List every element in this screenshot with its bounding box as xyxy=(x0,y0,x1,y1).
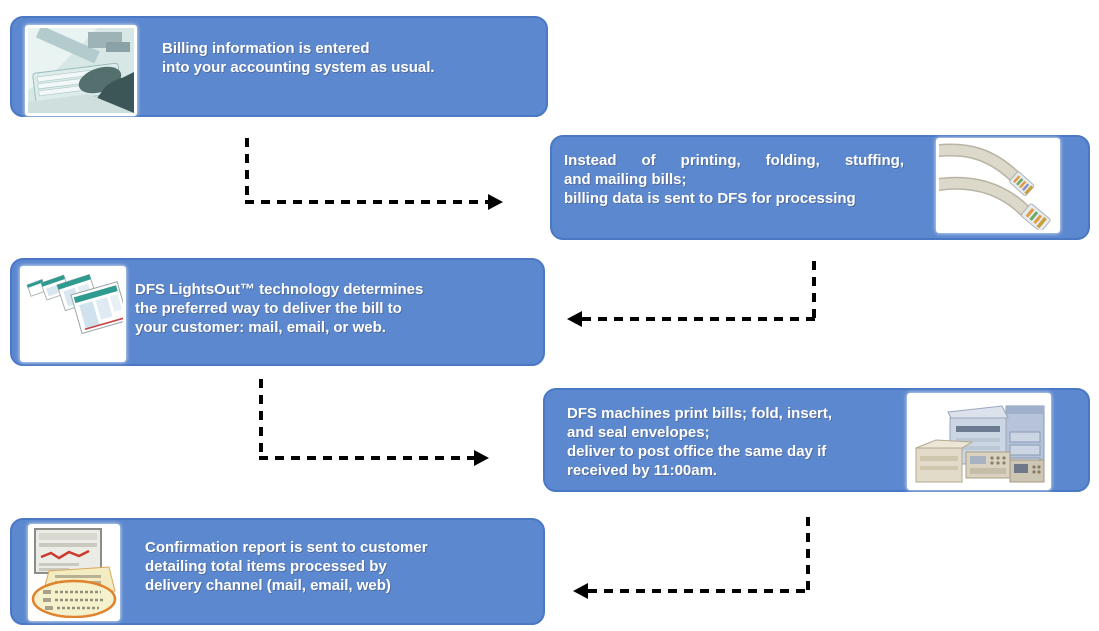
arrow-1-horizontal-segment xyxy=(245,200,488,204)
step-text-line: delivery channel (mail, email, web) xyxy=(145,577,391,594)
keyboard-typing-photo xyxy=(25,25,137,116)
step-box-send-to-dfs: Instead of printing, folding, stuffing, … xyxy=(550,135,1090,240)
ethernet-cable-photo xyxy=(936,138,1060,233)
step-text-line: billing data is sent to DFS for processi… xyxy=(564,190,856,207)
step-text-line: DFS LightsOut™ technology determines xyxy=(135,281,424,298)
step-text-confirmation-report: Confirmation report is sent to customer … xyxy=(145,538,428,595)
step-text-line: Instead of printing, folding, stuffing, xyxy=(564,152,904,169)
arrow-3-arrowhead-right-icon xyxy=(474,450,489,466)
step-box-billing-entry: Billing information is entered into your… xyxy=(10,16,548,117)
arrow-1-arrowhead-right-icon xyxy=(488,194,503,210)
step-text-lightsout-routing: DFS LightsOut™ technology determines the… xyxy=(135,280,423,337)
step-text-line: and seal envelopes; xyxy=(567,424,710,441)
mailing-machines-photo xyxy=(907,393,1051,490)
cascading-invoices-photo xyxy=(20,266,126,362)
step-box-confirmation-report: Confirmation report is sent to customer … xyxy=(10,518,545,625)
arrow-4-arrowhead-left-icon xyxy=(573,583,588,599)
arrow-2-arrowhead-left-icon xyxy=(567,311,582,327)
step-text-billing-entry: Billing information is entered into your… xyxy=(162,39,435,77)
confirmation-report-photo xyxy=(28,524,120,621)
step-text-send-to-dfs: Instead of printing, folding, stuffing, … xyxy=(564,151,904,208)
step-text-line: into your accounting system as usual. xyxy=(162,59,435,76)
arrow-2-vertical-segment xyxy=(812,261,816,319)
step-text-line: Billing information is entered xyxy=(162,40,370,57)
step-text-line: your customer: mail, email, or web. xyxy=(135,319,386,336)
step-text-line: Confirmation report is sent to customer xyxy=(145,539,428,556)
arrow-4-vertical-segment xyxy=(806,517,810,591)
arrow-3-vertical-segment xyxy=(259,379,263,458)
step-text-line: the preferred way to deliver the bill to xyxy=(135,300,402,317)
step-text-line: received by 11:00am. xyxy=(567,462,718,479)
step-text-line: and mailing bills; xyxy=(564,171,687,188)
step-text-line: DFS machines print bills; fold, insert, xyxy=(567,405,833,422)
arrow-4-horizontal-segment xyxy=(588,589,810,593)
arrow-3-horizontal-segment xyxy=(259,456,474,460)
step-box-lightsout-routing: DFS LightsOut™ technology determines the… xyxy=(10,258,545,366)
arrow-1-vertical-segment xyxy=(245,138,249,202)
step-text-line: deliver to post office the same day if xyxy=(567,443,827,460)
step-box-print-mail: DFS machines print bills; fold, insert, … xyxy=(543,388,1090,492)
arrow-2-horizontal-segment xyxy=(582,317,816,321)
step-text-line: detailing total items processed by xyxy=(145,558,387,575)
step-text-print-mail: DFS machines print bills; fold, insert, … xyxy=(567,404,832,480)
